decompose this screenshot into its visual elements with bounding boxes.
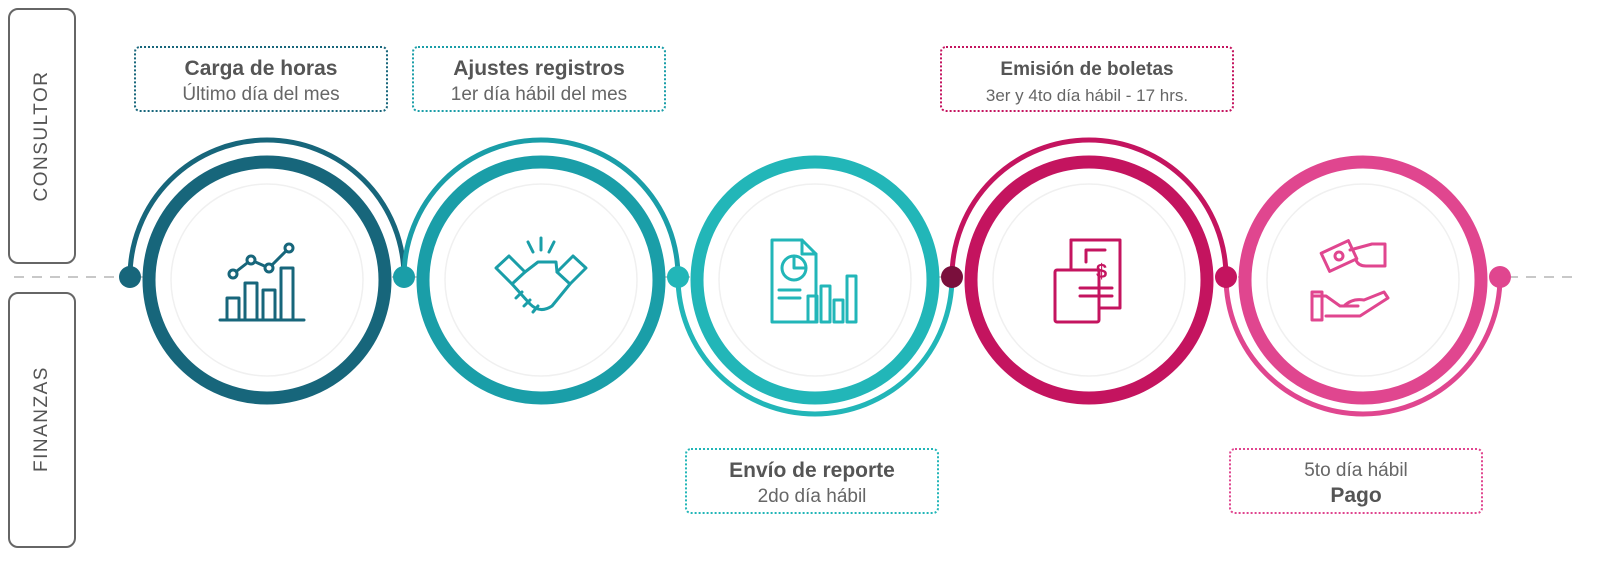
step-1-title: Carga de horas xyxy=(184,57,338,80)
step-5-title: Pago xyxy=(1330,484,1382,507)
lane-finanzas-box: FINANZAS xyxy=(8,292,76,548)
junction-dot-4 xyxy=(941,266,963,288)
step-1-circle xyxy=(142,155,392,405)
money-hand-icon xyxy=(1310,239,1390,322)
step-3-label: Envío de reporte 2do día hábil xyxy=(685,448,939,514)
arc-step-5 xyxy=(1223,276,1503,417)
step-5-subtitle: 5to día hábil xyxy=(1304,460,1408,481)
junction-dot-2 xyxy=(393,266,415,288)
step-4-label: Emisión de boletas 3er y 4to día hábil -… xyxy=(940,46,1234,112)
arc-step-2 xyxy=(401,137,681,278)
arc-step-4 xyxy=(949,137,1229,278)
receipt-dollar-icon: $ xyxy=(1053,238,1122,324)
chart-growth-icon xyxy=(218,242,306,322)
junction-dot-6 xyxy=(1489,266,1511,288)
step-2-title: Ajustes registros xyxy=(453,57,625,80)
step-4-circle xyxy=(964,155,1214,405)
handshake-icon xyxy=(494,236,588,314)
step-4-title: Emisión de boletas xyxy=(1000,59,1174,80)
step-2-label: Ajustes registros 1er día hábil del mes xyxy=(412,46,666,112)
junction-dot-5 xyxy=(1215,266,1237,288)
step-1-subtitle: Último día del mes xyxy=(182,84,340,105)
step-2-subtitle: 1er día hábil del mes xyxy=(450,84,628,105)
arc-step-1 xyxy=(127,137,407,278)
step-3-subtitle: 2do día hábil xyxy=(757,486,867,507)
svg-text:$: $ xyxy=(1096,261,1107,283)
step-5-circle xyxy=(1238,155,1488,405)
report-document-icon xyxy=(770,238,858,324)
step-2-circle xyxy=(416,155,666,405)
lane-consultor-box: CONSULTOR xyxy=(8,8,76,264)
junction-dot-1 xyxy=(119,266,141,288)
arc-step-3 xyxy=(675,276,955,417)
junction-dot-3 xyxy=(667,266,689,288)
step-3-title: Envío de reporte xyxy=(729,459,895,482)
step-5-label: 5to día hábil Pago xyxy=(1229,448,1483,514)
step-4-subtitle: 3er y 4to día hábil - 17 hrs. xyxy=(985,86,1189,105)
step-1-label: Carga de horas Último día del mes xyxy=(134,46,388,112)
